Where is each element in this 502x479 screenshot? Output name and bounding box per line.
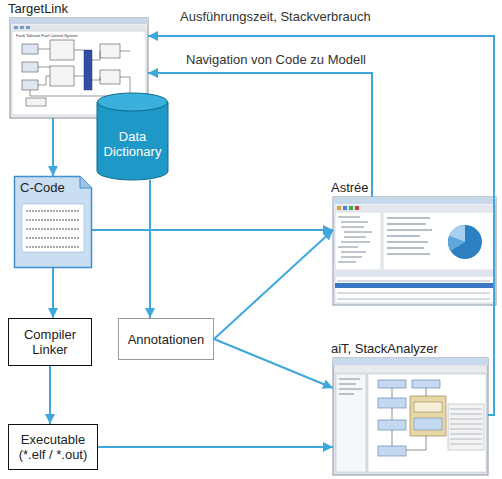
node-text: Executable (*.elf / *.out) (12, 432, 94, 462)
flow-arrow (98, 446, 333, 448)
node-text: Data Dictionary (99, 129, 166, 159)
database-cylinder: Data Dictionary (97, 93, 168, 180)
document-body (15, 177, 92, 268)
flow-arrow (214, 230, 333, 339)
cylinder-body (97, 102, 168, 180)
screenshot-node: aiT, StackAnalyzer (333, 358, 488, 475)
code-line (26, 238, 80, 239)
cylinder-top (98, 93, 168, 111)
edge-label: Navigation von Code zu Modell (186, 52, 366, 67)
process-box: Annotationen (118, 318, 214, 360)
flow-arrow (214, 339, 333, 388)
tool-heading: aiT, StackAnalyzer (331, 341, 438, 356)
tool-heading: TargetLink (8, 1, 68, 16)
node-text: Annotationen (128, 332, 205, 347)
flow-arrow (49, 366, 51, 424)
code-line (26, 229, 80, 230)
code-area (22, 204, 84, 252)
code-line (26, 220, 80, 221)
code-line (26, 211, 80, 212)
process-box: Executable (*.elf / *.out) (8, 424, 98, 470)
edge-label: Ausführungszeit, Stackverbrauch (180, 9, 371, 24)
node-text: C-Code (20, 180, 86, 195)
code-line (26, 247, 80, 248)
screenshot-node: Astrée (333, 197, 496, 305)
flow-arrow (52, 268, 54, 318)
flow-arrow (92, 229, 333, 231)
ait-screenshot (333, 358, 488, 475)
document-shape: C-Code (14, 176, 92, 268)
flow-arrow (149, 180, 151, 318)
astree-screenshot (333, 197, 496, 305)
tool-heading: Astrée (331, 180, 369, 195)
document-fold (80, 177, 92, 189)
flow-arrow (148, 73, 372, 197)
window-caption: Fault Tolerant Fuel Control System (16, 33, 78, 38)
flow-arrow (52, 118, 54, 176)
process-box: Compiler Linker (8, 318, 92, 366)
node-text: Compiler Linker (12, 327, 88, 357)
